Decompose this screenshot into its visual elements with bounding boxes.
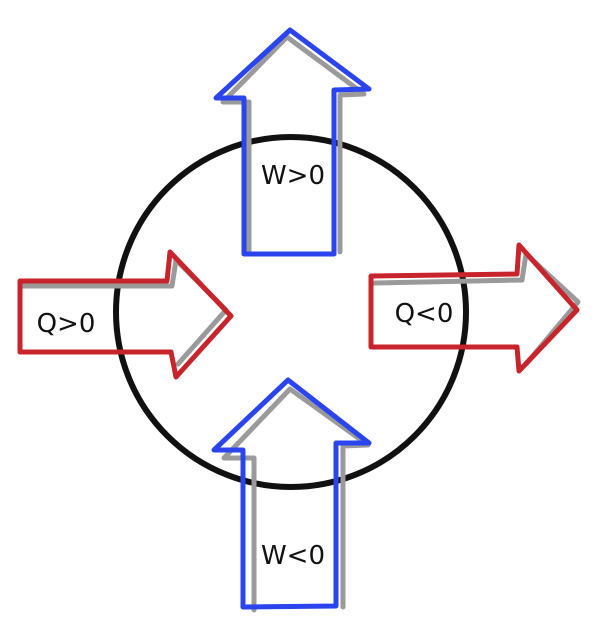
heat-in-arrow-outline: [17, 249, 234, 380]
work-out-label: W>0: [261, 161, 325, 191]
work-in-arrow: [211, 377, 372, 613]
work-out-arrow-shadow: [220, 34, 367, 257]
work-out-arrow: [213, 27, 372, 257]
system-boundary-circle: [113, 134, 469, 490]
heat-out-arrow-outline: [368, 242, 580, 374]
heat-in-arrow: [17, 249, 234, 380]
work-out-arrow-outline: [213, 27, 372, 257]
work-in-label: W<0: [261, 541, 325, 571]
heat-out-label: Q<0: [395, 299, 454, 329]
work-in-arrow-shadow: [221, 386, 371, 613]
heat-out-arrow: [368, 242, 581, 374]
work-in-arrow-outline: [211, 377, 372, 610]
heat-in-label: Q>0: [37, 309, 96, 339]
